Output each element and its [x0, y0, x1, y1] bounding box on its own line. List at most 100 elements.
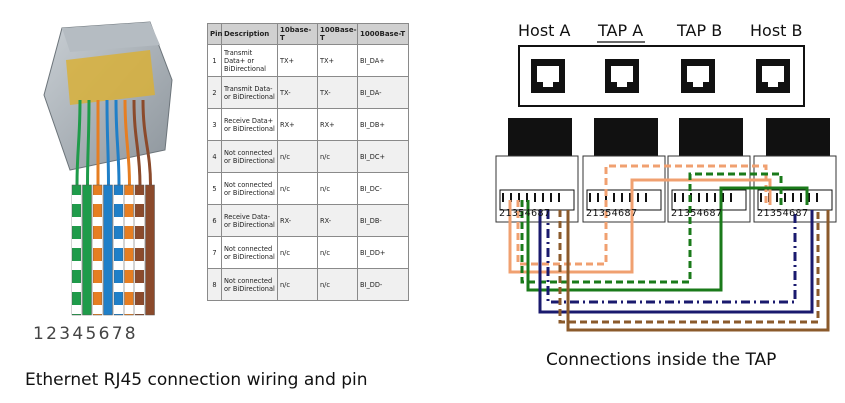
rj45-wire-stripe-3 — [93, 261, 102, 270]
rj45-wire-5 — [113, 184, 124, 316]
plug-contact-stripes — [502, 193, 818, 202]
cell-100base: n/c — [317, 268, 358, 301]
cell-10base: n/c — [277, 236, 318, 269]
rj45-wire-stripe-3 — [93, 283, 102, 292]
plug-pin-labels-tap-b: 21354687 — [671, 208, 723, 219]
rj45-connector-illustration — [43, 21, 173, 316]
rj45-plug-host-a — [495, 118, 579, 223]
wire-navy-solid — [538, 210, 814, 314]
cell-1000base: BI_DD- — [357, 268, 409, 301]
cell-100base: n/c — [317, 172, 358, 205]
rj45-wire-stripe-6 — [124, 261, 134, 270]
tap-wires — [508, 164, 830, 332]
cell-description: Receive Data- or BiDirectional — [221, 204, 278, 237]
rj45-wire-stripe-1 — [72, 217, 81, 226]
rj45-wire-lead-1 — [75, 99, 82, 186]
rj45-wire-3 — [92, 184, 103, 316]
rj45-wire-8 — [145, 184, 155, 316]
wire-orange-dashed — [516, 164, 768, 266]
tap-caption: Connections inside the TAP — [546, 350, 777, 370]
rj45-wire-lead-5 — [114, 99, 121, 186]
header-10base: 10base-T — [277, 23, 318, 45]
rj45-wire-group — [71, 99, 155, 316]
rj45-wire-stripe-5 — [114, 217, 123, 226]
rj45-plug-tap-a — [582, 118, 666, 223]
rj45-wire-lead-7 — [132, 99, 142, 186]
cell-10base: RX+ — [277, 108, 318, 141]
table-header-row: Pin Description 10base-T 100Base-T 1000B… — [207, 23, 409, 45]
cell-10base: n/c — [277, 140, 318, 173]
cell-100base: RX- — [317, 204, 358, 237]
cell-description: Transmit Data+ or BiDirectional — [221, 44, 278, 77]
cell-1000base: BI_DB+ — [357, 108, 409, 141]
rj45-plug-contacts — [66, 50, 155, 105]
cell-pin: 3 — [207, 108, 222, 141]
rj45-wire-stripe-5 — [114, 195, 123, 204]
rj45-pin-numbers: 12345678 — [33, 324, 138, 344]
cell-1000base: BI_DD+ — [357, 236, 409, 269]
rj45-wire-2 — [82, 184, 92, 316]
port-label-tap-b: TAP B — [677, 21, 723, 40]
rj45-jack-icon-host-a — [531, 59, 565, 93]
rj45-jack-icon-tap-b — [681, 59, 715, 93]
cell-pin: 5 — [207, 172, 222, 205]
rj45-wire-stripe-3 — [93, 217, 102, 226]
wire-brown-solid — [566, 210, 830, 332]
rj45-wire-stripe-7 — [135, 217, 144, 226]
wire-navy-dashed — [546, 210, 797, 304]
rj45-wire-7 — [134, 184, 145, 316]
port-label-tap-a: TAP A — [598, 21, 644, 40]
rj45-wire-stripe-3 — [93, 195, 102, 204]
tap-connections-diagram — [495, 41, 837, 332]
cell-100base: n/c — [317, 140, 358, 173]
rj45-wire-stripe-7 — [135, 305, 144, 314]
wire-green-dashed — [520, 172, 783, 284]
rj45-jack-icon-host-b — [756, 59, 790, 93]
cell-description: Not connected or BiDirectional — [221, 172, 278, 205]
wire-orange-solid — [508, 178, 772, 274]
wire-green-solid — [526, 186, 809, 292]
header-1000base: 1000Base-T — [357, 23, 409, 45]
cell-description: Not connected or BiDirectional — [221, 140, 278, 173]
cell-100base: TX- — [317, 76, 358, 109]
header-100base: 100Base-T — [317, 23, 358, 45]
port-label-host-a: Host A — [518, 21, 571, 40]
cell-description: Not connected or BiDirectional — [221, 268, 278, 301]
rj45-wire-stripe-7 — [135, 195, 144, 204]
rj45-wire-stripe-6 — [124, 283, 134, 292]
rj45-wire-stripe-1 — [72, 305, 81, 314]
rj45-wire-stripe-1 — [72, 239, 81, 248]
rj45-wire-stripe-6 — [124, 217, 134, 226]
rj45-wire-stripe-6 — [124, 239, 134, 248]
cell-10base: RX- — [277, 204, 318, 237]
rj45-wire-stripe-5 — [114, 239, 123, 248]
cell-1000base: BI_DB- — [357, 204, 409, 237]
rj45-wire-stripe-5 — [114, 283, 123, 292]
rj45-wire-lead-6 — [123, 99, 131, 186]
rj45-wire-1 — [71, 184, 82, 316]
rj45-wire-stripe-5 — [114, 305, 123, 314]
rj45-wire-stripe-6 — [124, 195, 134, 204]
plug-pin-labels-tap-a: 21354687 — [586, 208, 638, 219]
port-label-host-b: Host B — [750, 21, 803, 40]
cell-1000base: BI_DC- — [357, 172, 409, 205]
rj45-plug-tap-b — [667, 118, 751, 223]
cell-10base: n/c — [277, 172, 318, 205]
rj45-wire-lead-2 — [86, 99, 91, 186]
rj45-wire-lead-8 — [141, 99, 152, 186]
rj45-wire-stripe-3 — [93, 239, 102, 248]
cell-pin: 2 — [207, 76, 222, 109]
rj45-wire-stripe-6 — [124, 305, 134, 314]
cell-10base: TX- — [277, 76, 318, 109]
cell-pin: 6 — [207, 204, 222, 237]
cell-1000base: BI_DC+ — [357, 140, 409, 173]
cell-10base: n/c — [277, 268, 318, 301]
cell-100base: RX+ — [317, 108, 358, 141]
rj45-caption: Ethernet RJ45 connection wiring and pin — [25, 370, 368, 390]
